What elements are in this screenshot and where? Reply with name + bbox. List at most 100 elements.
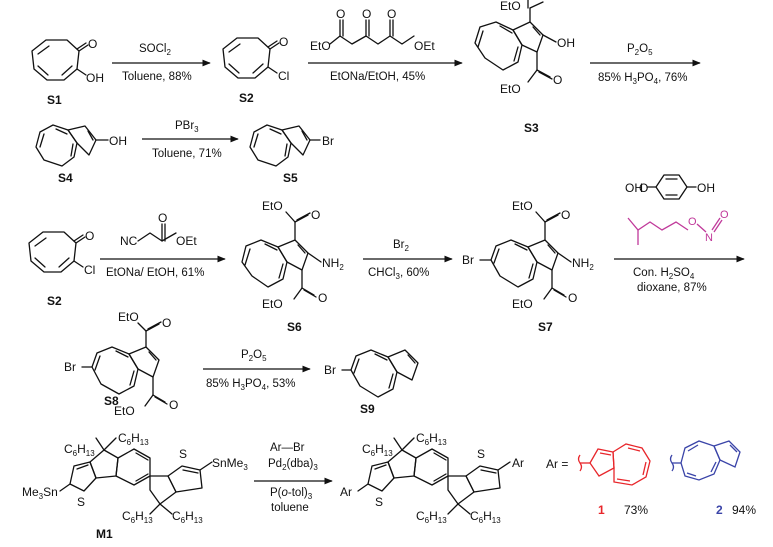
svg-text:Br: Br	[64, 360, 76, 374]
svg-text:S: S	[375, 495, 383, 509]
svg-text:C6H13: C6H13	[122, 509, 153, 525]
conditions-7b: dioxane, 87%	[637, 282, 707, 294]
conditions-8: 85% H3PO4, 53%	[206, 378, 295, 392]
svg-text:Br: Br	[462, 253, 474, 267]
compound-s7: Br O EtO NH2 O EtO S7	[462, 199, 594, 334]
conditions-9: toluene	[271, 502, 309, 514]
svg-text:N: N	[705, 232, 713, 244]
label-s3: S3	[524, 121, 539, 135]
svg-text:C6H13: C6H13	[118, 431, 149, 447]
svg-text:NH2: NH2	[322, 256, 344, 272]
svg-text:O: O	[568, 291, 577, 305]
product-1-number: 1	[598, 503, 605, 517]
product-2-number: 2	[716, 503, 723, 517]
svg-text:Me3Sn: Me3Sn	[22, 485, 58, 501]
svg-text:EtO: EtO	[500, 82, 521, 96]
compound-s8: Br O EtO O EtO S8	[64, 310, 178, 418]
svg-text:Ar: Ar	[340, 485, 352, 499]
conditions-3: 85% H3PO4, 76%	[598, 72, 687, 86]
svg-text:C6H13: C6H13	[362, 442, 393, 458]
reagent-p2o5-1: P2O5	[627, 43, 653, 57]
svg-text:EtO: EtO	[262, 199, 283, 213]
svg-text:O: O	[158, 211, 167, 225]
label-s5: S5	[283, 171, 298, 185]
compound-s3: EtO OH O EtO S3	[474, 0, 575, 135]
svg-text:O: O	[336, 7, 345, 21]
svg-text:Cl: Cl	[84, 263, 95, 277]
compound-s1: O OH S1	[31, 37, 104, 107]
reagent-socl2: SOCl2	[139, 43, 171, 57]
svg-text:EtO: EtO	[512, 199, 533, 213]
compound-s4: OH S4	[35, 124, 127, 185]
svg-text:O: O	[311, 208, 320, 222]
svg-text:Br: Br	[322, 134, 334, 148]
label-s2: S2	[239, 91, 254, 105]
svg-text:EtO: EtO	[512, 297, 533, 311]
compound-s2: O Cl S2	[222, 35, 289, 105]
svg-text:O: O	[688, 216, 697, 228]
svg-text:NC: NC	[120, 234, 138, 248]
conditions-5: EtONa/ EtOH, 61%	[106, 267, 204, 279]
svg-text:OH: OH	[86, 71, 104, 85]
compound-s6: O EtO NH2 O EtO S6	[241, 199, 344, 334]
label-s1: S1	[47, 93, 62, 107]
svg-text:O: O	[362, 7, 371, 21]
svg-text:NH2: NH2	[572, 256, 594, 272]
reagent-p2o5-2: P2O5	[241, 349, 267, 363]
svg-text:OH: OH	[109, 134, 127, 148]
svg-text:OH: OH	[697, 181, 715, 195]
svg-text:C6H13: C6H13	[416, 431, 447, 447]
svg-text:OH: OH	[557, 36, 575, 50]
reagent-pd2dba3: Pd2(dba)3	[268, 458, 318, 472]
svg-text:OEt: OEt	[414, 39, 435, 53]
svg-text:SnMe3: SnMe3	[212, 456, 248, 472]
svg-text:EtO: EtO	[310, 39, 331, 53]
svg-text:O: O	[639, 181, 648, 195]
product-2-yield: 94%	[732, 503, 756, 517]
conditions-6: CHCl3, 60%	[368, 267, 429, 281]
reagent-isoamyl-nitrite: O N O	[627, 209, 729, 245]
svg-text:EtO: EtO	[114, 404, 135, 418]
conditions-4: Toluene, 71%	[152, 148, 222, 160]
svg-text:O: O	[279, 35, 288, 49]
svg-text:OEt: OEt	[176, 234, 197, 248]
svg-text:C6H13: C6H13	[470, 509, 501, 525]
reagent-br2: Br2	[393, 239, 410, 253]
svg-text:C6H13: C6H13	[416, 509, 447, 525]
svg-text:S: S	[179, 447, 187, 461]
compound-s2-repeat: O Cl S2	[28, 229, 95, 308]
svg-text:O: O	[553, 73, 562, 87]
svg-text:O: O	[561, 208, 570, 222]
svg-text:O: O	[169, 398, 178, 412]
svg-text:EtO: EtO	[262, 297, 283, 311]
svg-text:S: S	[477, 447, 485, 461]
svg-text:EtO: EtO	[500, 0, 521, 13]
label-s9: S9	[360, 402, 375, 416]
compound-s5: Br S5	[249, 124, 334, 185]
compound-m1: Me3Sn S S SnMe3 C6H13 C6H13 C6H13 C6H13 …	[22, 431, 248, 541]
reagent-potol3: P(o-tol)3	[270, 487, 313, 501]
ar-equals-label: Ar =	[546, 457, 568, 471]
svg-text:C6H13: C6H13	[64, 442, 95, 458]
svg-text:O: O	[318, 291, 327, 305]
svg-text:O: O	[88, 37, 97, 51]
svg-text:O: O	[85, 229, 94, 243]
reagent-hydroquinone: OH O OH	[625, 174, 715, 200]
ar-group-2	[669, 440, 741, 481]
svg-text:EtO: EtO	[118, 310, 139, 324]
label-s2-repeat: S2	[47, 294, 62, 308]
label-s6: S6	[287, 320, 302, 334]
label-s4: S4	[58, 171, 73, 185]
conditions-2: EtONa/EtOH, 45%	[330, 71, 425, 83]
ar-group-1	[577, 443, 651, 486]
reagent-arbr: Ar—Br	[270, 442, 305, 454]
svg-text:Cl: Cl	[278, 69, 289, 83]
reagent-pbr3: PBr3	[175, 120, 199, 134]
reagent-diethyl-acetonedicarboxylate: O O O EtO OEt	[310, 7, 435, 53]
svg-text:S: S	[77, 495, 85, 509]
svg-text:O: O	[387, 7, 396, 21]
label-m1: M1	[96, 527, 113, 541]
compound-s9: Br S9	[324, 349, 419, 416]
svg-text:O: O	[162, 316, 171, 330]
